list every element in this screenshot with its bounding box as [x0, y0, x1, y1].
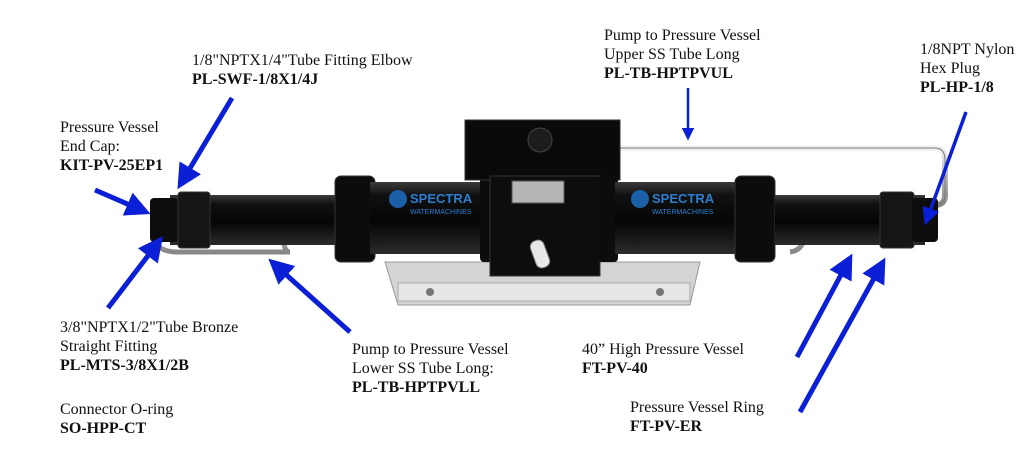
label-elbow: 1/8"NPTX1/4"Tube Fitting Elbow PL-SWF-1/…: [192, 51, 413, 89]
bronze-line2: Straight Fitting: [60, 338, 158, 355]
hex-plug-line1: 1/8NPT Nylon: [920, 41, 1015, 58]
pv-ring-line1: Pressure Vessel Ring: [630, 399, 764, 416]
right-logo-text: SPECTRA: [652, 191, 715, 206]
label-end-cap: Pressure Vessel End Cap: KIT-PV-25EP1: [60, 118, 163, 175]
left-logo-subtext: WATERMACHINES: [410, 209, 472, 216]
left-pressure-vessel: [150, 191, 340, 249]
bronze-line1: 3/8"NPTX1/2"Tube Bronze: [60, 319, 239, 336]
label-upper-tube: Pump to Pressure Vessel Upper SS Tube Lo…: [604, 26, 761, 83]
left-pump-cylinder: [334, 175, 500, 263]
upper-tube-line1: Pump to Pressure Vessel: [604, 27, 761, 44]
arrow-end-cap: [94, 187, 151, 216]
hp-vessel-part-number: FT-PV-40: [582, 360, 648, 377]
hex-plug-line2: Hex Plug: [920, 60, 980, 77]
label-hex-plug: 1/8NPT Nylon Hex Plug PL-HP-1/8: [920, 40, 1014, 97]
arrow-hp-vessel: [794, 253, 853, 359]
lower-tube-part-number: PL-TB-HPTPVLL: [352, 379, 481, 396]
arrow-pv-ring: [797, 257, 886, 414]
upper-tube-part-number: PL-TB-HPTPVUL: [604, 65, 733, 82]
mounting-base: [384, 261, 701, 306]
right-logo-subtext: WATERMACHINES: [652, 209, 714, 216]
right-pump-cylinder: [598, 175, 776, 263]
arrow-bronze: [106, 236, 164, 310]
arrow-elbow: [177, 96, 235, 190]
elbow-part-number: PL-SWF-1/8X1/4J: [192, 71, 319, 88]
hex-plug-part-number: PL-HP-1/8: [920, 79, 994, 96]
hp-vessel-line1: 40” High Pressure Vessel: [582, 341, 744, 358]
end-cap-part-number: KIT-PV-25EP1: [60, 157, 164, 174]
pv-ring-part-number: FT-PV-ER: [630, 418, 702, 435]
label-bronze-fitting: 3/8"NPTX1/2"Tube Bronze Straight Fitting…: [60, 318, 238, 375]
oring-line1: Connector O-ring: [60, 401, 174, 418]
bronze-part-number: PL-MTS-3/8X1/2B: [60, 357, 189, 374]
left-logo-text: SPECTRA: [410, 191, 473, 206]
label-oring: Connector O-ring SO-HPP-CT: [60, 400, 173, 438]
label-hp-vessel: 40” High Pressure Vessel FT-PV-40: [582, 340, 744, 378]
upper-tube-line2: Upper SS Tube Long: [604, 46, 740, 63]
arrow-hex-plug: [922, 111, 968, 226]
elbow-line1: 1/8"NPTX1/4"Tube Fitting Elbow: [192, 52, 413, 69]
oring-part-number: SO-HPP-CT: [60, 420, 147, 437]
right-pressure-vessel: [775, 191, 938, 249]
end-cap-line1: Pressure Vessel: [60, 119, 159, 136]
lower-tube-line2: Lower SS Tube Long:: [352, 360, 494, 377]
label-pv-ring: Pressure Vessel Ring FT-PV-ER: [630, 398, 764, 436]
arrow-lower-tube: [268, 258, 352, 334]
lower-tube-line1: Pump to Pressure Vessel: [352, 341, 509, 358]
callout-arrows: [94, 88, 968, 414]
label-lower-tube: Pump to Pressure Vessel Lower SS Tube Lo…: [352, 340, 509, 397]
end-cap-line2: End Cap:: [60, 138, 120, 155]
